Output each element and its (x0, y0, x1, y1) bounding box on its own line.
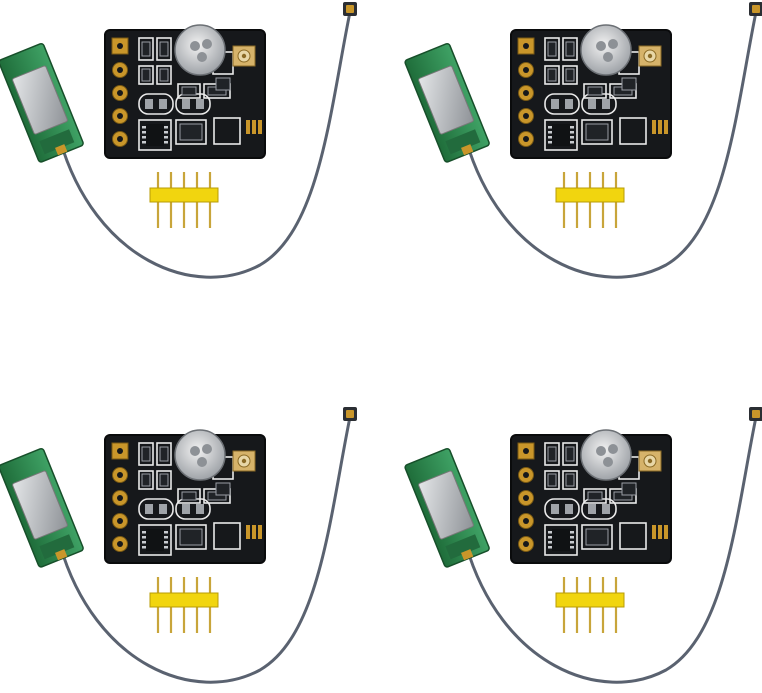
kit-bottom-right (402, 405, 762, 684)
kit-top-right (402, 0, 762, 279)
kit-bottom-left (0, 405, 359, 684)
kit-top-left (0, 0, 359, 279)
